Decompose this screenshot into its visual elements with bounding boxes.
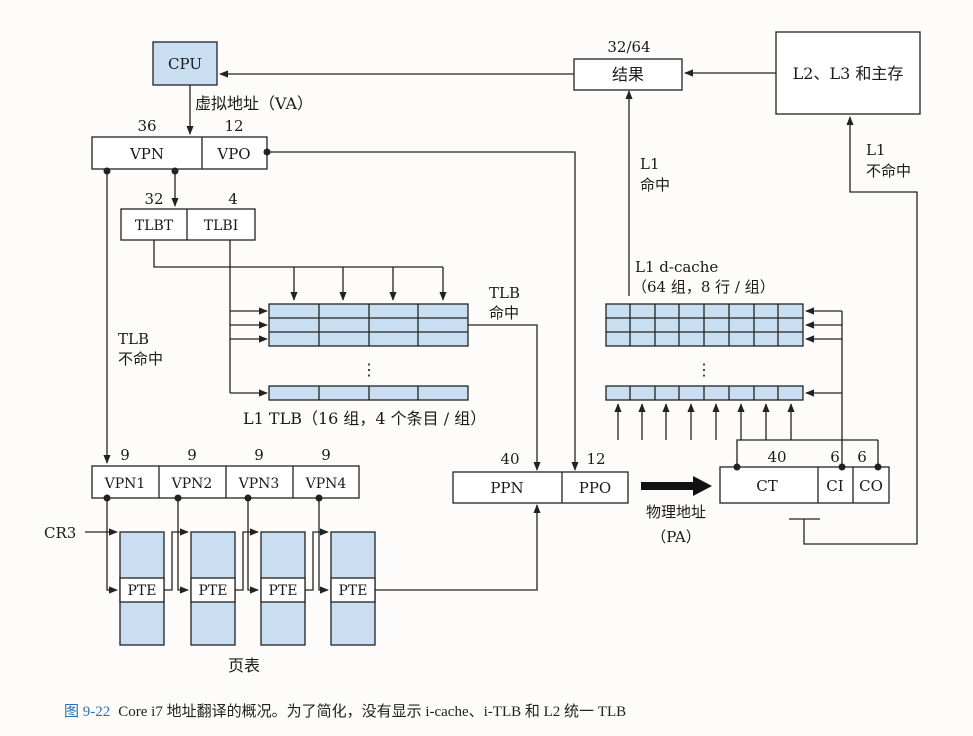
tlbt-bits: 32 [144, 190, 163, 208]
vpn2-label: VPN2 [171, 476, 213, 492]
vpn1-label: VPN1 [104, 476, 146, 492]
figure-caption-text: Core i7 地址翻译的概况。为了简化，没有显示 i-cache、i-TLB … [118, 704, 627, 720]
va-box [91, 136, 268, 170]
tlb-hit-line1: TLB [489, 284, 520, 302]
tlbi-bits: 4 [228, 190, 238, 208]
tlbi-label: TLBI [204, 218, 238, 234]
vpn3-label: VPN3 [238, 476, 280, 492]
tlb-miss-line1: TLB [118, 330, 149, 348]
ct-label: CT [756, 477, 777, 495]
ppo-bits: 12 [586, 450, 605, 468]
vpn-bits: 36 [137, 117, 156, 135]
l1-miss-line2: 不命中 [866, 162, 911, 180]
va-label: 虚拟地址（VA） [195, 94, 313, 113]
figure-caption: 图 9-22 Core i7 地址翻译的概况。为了简化，没有显示 i-cache、… [64, 700, 626, 721]
tlb-miss-line2: 不命中 [118, 350, 163, 368]
memory-box [775, 31, 921, 115]
vpn4-bits: 9 [321, 446, 331, 464]
ct-bits: 40 [767, 448, 786, 466]
pte-label-4: PTE [339, 583, 368, 599]
vpn-label: VPN [129, 145, 164, 163]
l1-hit-line2: 命中 [640, 176, 670, 194]
vpo-bits: 12 [224, 117, 243, 135]
tlb-index-box [120, 208, 256, 241]
dcache-label-line2: （64 组，8 行 / 组） [632, 278, 775, 296]
l1-tlb-label: L1 TLB（16 组，4 个条目 / 组） [243, 409, 486, 428]
figure-number: 图 9-22 [64, 704, 111, 720]
pa-box [452, 471, 629, 504]
page-table-label: 页表 [228, 656, 260, 675]
ci-bits: 6 [830, 448, 840, 466]
pte-label-1: PTE [128, 583, 157, 599]
ci-label: CI [826, 477, 843, 495]
tlb-hit-line2: 命中 [489, 304, 519, 322]
result-bits: 32/64 [607, 38, 650, 56]
pa-label-line1: 物理地址 [646, 503, 706, 521]
co-label: CO [859, 477, 883, 495]
vpo-label: VPO [216, 145, 250, 163]
memory-label: L2、L3 和主存 [793, 64, 904, 83]
vpn4-label: VPN4 [305, 476, 347, 492]
tlb-ellipsis: ⋮ [361, 360, 377, 379]
thick-arrow [641, 476, 712, 496]
vpn2-bits: 9 [187, 446, 197, 464]
cache-address-box [719, 466, 890, 504]
cpu-box [152, 41, 218, 86]
pte-label-2: PTE [199, 583, 228, 599]
cpu-label: CPU [168, 55, 202, 73]
l1-hit-line1: L1 [640, 155, 660, 173]
vpn1-bits: 9 [120, 446, 130, 464]
ppo-label: PPO [579, 479, 611, 497]
pa-label-line2: （PA） [651, 528, 701, 546]
vpn3-bits: 9 [254, 446, 264, 464]
tlbt-label: TLBT [135, 218, 174, 234]
result-label: 结果 [612, 65, 644, 84]
dcache-ellipsis: ⋮ [696, 360, 712, 379]
ppn-bits: 40 [500, 450, 519, 468]
ppn-label: PPN [490, 479, 523, 497]
junction-dots [103, 148, 882, 502]
pte-label-3: PTE [269, 583, 298, 599]
co-bits: 6 [857, 448, 867, 466]
l1-miss-line1: L1 [866, 141, 886, 159]
dcache-label-line1: L1 d-cache [635, 258, 718, 276]
cr3-label: CR3 [44, 524, 76, 542]
